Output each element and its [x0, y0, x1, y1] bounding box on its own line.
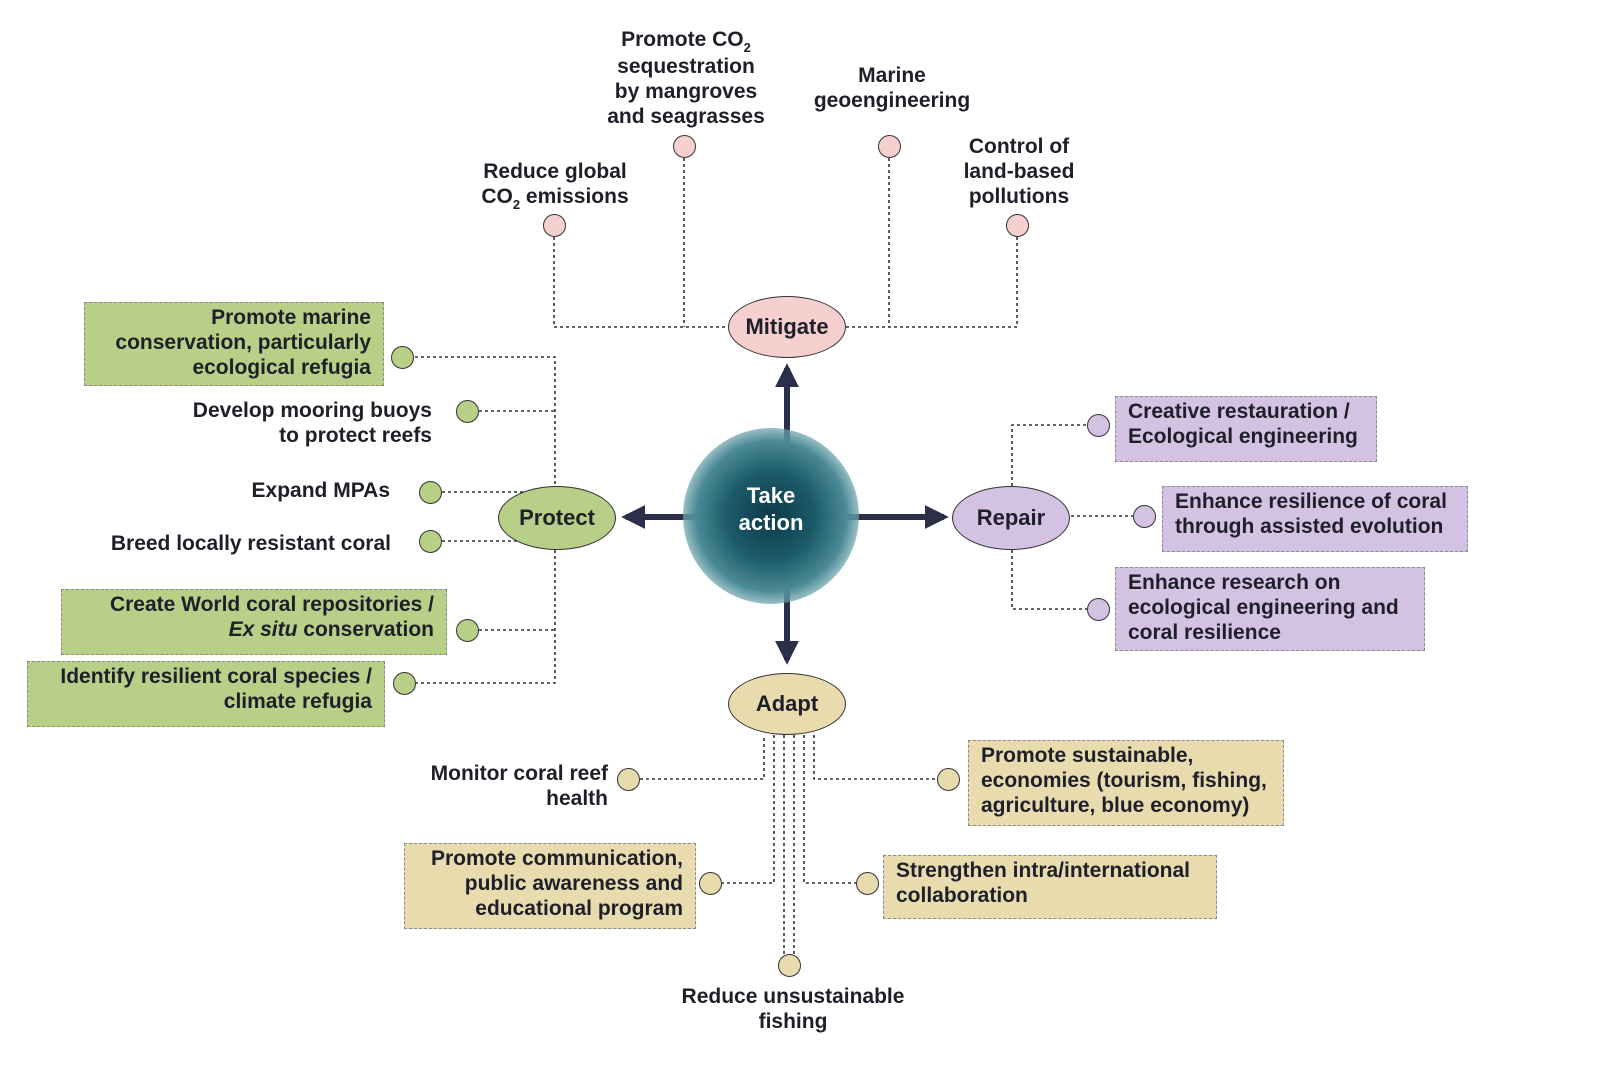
repo-line2: Ex situ conservation: [74, 617, 434, 642]
resilient-species-box: Identify resilient coral species / clima…: [27, 661, 385, 727]
marine-line2: conservation, particularly: [115, 331, 371, 354]
pollution-line3: pollutions: [968, 185, 1070, 208]
repair-node[interactable]: Repair: [952, 486, 1070, 550]
repo-italic: Ex situ: [228, 618, 298, 641]
creative-line1: Creative restauration /: [1128, 400, 1350, 423]
reduce-co2-line2: CO2 emissions: [466, 184, 644, 212]
adapt-label: Adapt: [755, 691, 819, 716]
adapt-dot-communication: [699, 872, 722, 895]
creative-line2: Ecological engineering: [1128, 425, 1358, 448]
fishing-line1: Reduce unsustainable: [681, 985, 905, 1008]
pollution-line2: land-based: [963, 160, 1075, 183]
comm-line3: educational program: [475, 897, 683, 920]
monitor-line2: health: [546, 787, 608, 810]
research-line2: ecological engineering and: [1128, 596, 1399, 619]
sequestration-line4: and seagrasses: [607, 105, 765, 128]
reduce-co2-label: Reduce global CO2 emissions: [466, 159, 644, 212]
buoys-line1: Develop mooring buoys: [192, 399, 432, 422]
marine-conservation-box: Promote marine conservation, particularl…: [84, 302, 384, 386]
fishing-label: Reduce unsustainable fishing: [668, 984, 918, 1034]
reduce-co2-rest: emissions: [520, 185, 629, 208]
protect-dot-identify: [393, 672, 416, 695]
take-action-label: Take action: [712, 482, 830, 536]
sustain-line2: economies (tourism, fishing,: [981, 769, 1267, 792]
protect-dot-breed: [419, 530, 442, 553]
sustain-line1: Promote sustainable,: [981, 744, 1194, 767]
collab-line1: Strengthen intra/international: [896, 859, 1191, 882]
mitigate-label: Mitigate: [745, 314, 829, 339]
marine-line3: ecological refugia: [192, 356, 371, 379]
buoys-line2: to protect reefs: [279, 424, 432, 447]
repair-label: Repair: [976, 505, 1046, 530]
sequestration-line3: by mangroves: [614, 80, 758, 103]
collab-line2: collaboration: [896, 884, 1028, 907]
fishing-line2: fishing: [758, 1010, 828, 1033]
reduce-co2-line1: Reduce global: [483, 160, 627, 183]
resilience-line1: Enhance resilience of coral: [1175, 490, 1447, 513]
monitor-line1: Monitor coral reef: [430, 762, 608, 785]
mitigate-dot-sequestration: [673, 135, 696, 158]
communication-box: Promote communication, public awareness …: [404, 843, 696, 929]
adapt-dot-fishing: [778, 954, 801, 977]
adapt-dot-collaboration: [856, 872, 879, 895]
repair-dot-resilience: [1133, 505, 1156, 528]
coral-repositories-box: Create World coral repositories / Ex sit…: [61, 589, 447, 655]
protect-label: Protect: [519, 505, 595, 530]
monitor-health-label: Monitor coral reef health: [380, 761, 608, 811]
geoengineering-label: Marine geoengineering: [803, 63, 981, 113]
protect-dot-buoys: [456, 400, 479, 423]
protect-dot-repositories: [456, 619, 479, 642]
pollution-line1: Control of: [968, 135, 1070, 158]
sequestration-co: Promote CO: [621, 28, 744, 51]
mitigate-dot-reduce: [543, 214, 566, 237]
research-box: Enhance research on ecological engineeri…: [1115, 567, 1425, 651]
protect-dot-marine: [391, 346, 414, 369]
mooring-buoys-label: Develop mooring buoys to protect reefs: [150, 398, 432, 448]
assisted-evolution-box: Enhance resilience of coral through assi…: [1162, 486, 1468, 552]
sequestration-label: Promote CO2 sequestration by mangroves a…: [598, 27, 774, 129]
adapt-dot-sustainable: [937, 768, 960, 791]
adapt-dot-monitor: [617, 768, 640, 791]
sustainable-economies-box: Promote sustainable, economies (tourism,…: [968, 740, 1284, 826]
reduce-co2-co: CO: [481, 185, 513, 208]
pollution-label: Control of land-based pollutions: [941, 134, 1097, 209]
adapt-node[interactable]: Adapt: [728, 673, 846, 735]
identify-line1: Identify resilient coral species /: [60, 665, 372, 688]
breed-coral-label: Breed locally resistant coral: [110, 532, 391, 555]
sustain-line3: agriculture, blue economy): [981, 794, 1250, 817]
repo-line1: Create World coral repositories /: [109, 593, 434, 616]
take-action-line2: action: [738, 510, 804, 535]
identify-line2: climate refugia: [223, 690, 372, 713]
research-line3: coral resilience: [1128, 621, 1281, 644]
repo-rest: conservation: [297, 618, 434, 641]
protect-dot-mpas: [419, 481, 442, 504]
reduce-co2-sub: 2: [512, 197, 521, 212]
research-line1: Enhance research on: [1128, 571, 1341, 594]
sequestration-line1: Promote CO2: [598, 27, 774, 55]
resilience-line2: through assisted evolution: [1175, 515, 1444, 538]
mitigate-dot-geoengineering: [878, 135, 901, 158]
mitigate-dot-pollution: [1006, 214, 1029, 237]
mitigate-node[interactable]: Mitigate: [728, 296, 846, 358]
take-action-line1: Take: [746, 483, 796, 508]
comm-line1: Promote communication,: [430, 847, 683, 870]
marine-line1: Promote marine: [211, 306, 371, 329]
sequestration-line2: sequestration: [617, 55, 755, 78]
geoengineering-line2: geoengineering: [813, 89, 971, 112]
sequestration-sub: 2: [743, 40, 751, 55]
geoengineering-line1: Marine: [858, 64, 926, 87]
collaboration-box: Strengthen intra/international collabora…: [883, 855, 1217, 919]
repair-dot-creative: [1087, 414, 1110, 437]
creative-restauration-box: Creative restauration / Ecological engin…: [1115, 396, 1377, 462]
take-action-glow: [683, 428, 859, 604]
comm-line2: public awareness and: [464, 872, 683, 895]
repair-dot-research: [1087, 598, 1110, 621]
expand-mpas-label: Expand MPAs: [251, 479, 390, 502]
protect-node[interactable]: Protect: [498, 486, 616, 550]
